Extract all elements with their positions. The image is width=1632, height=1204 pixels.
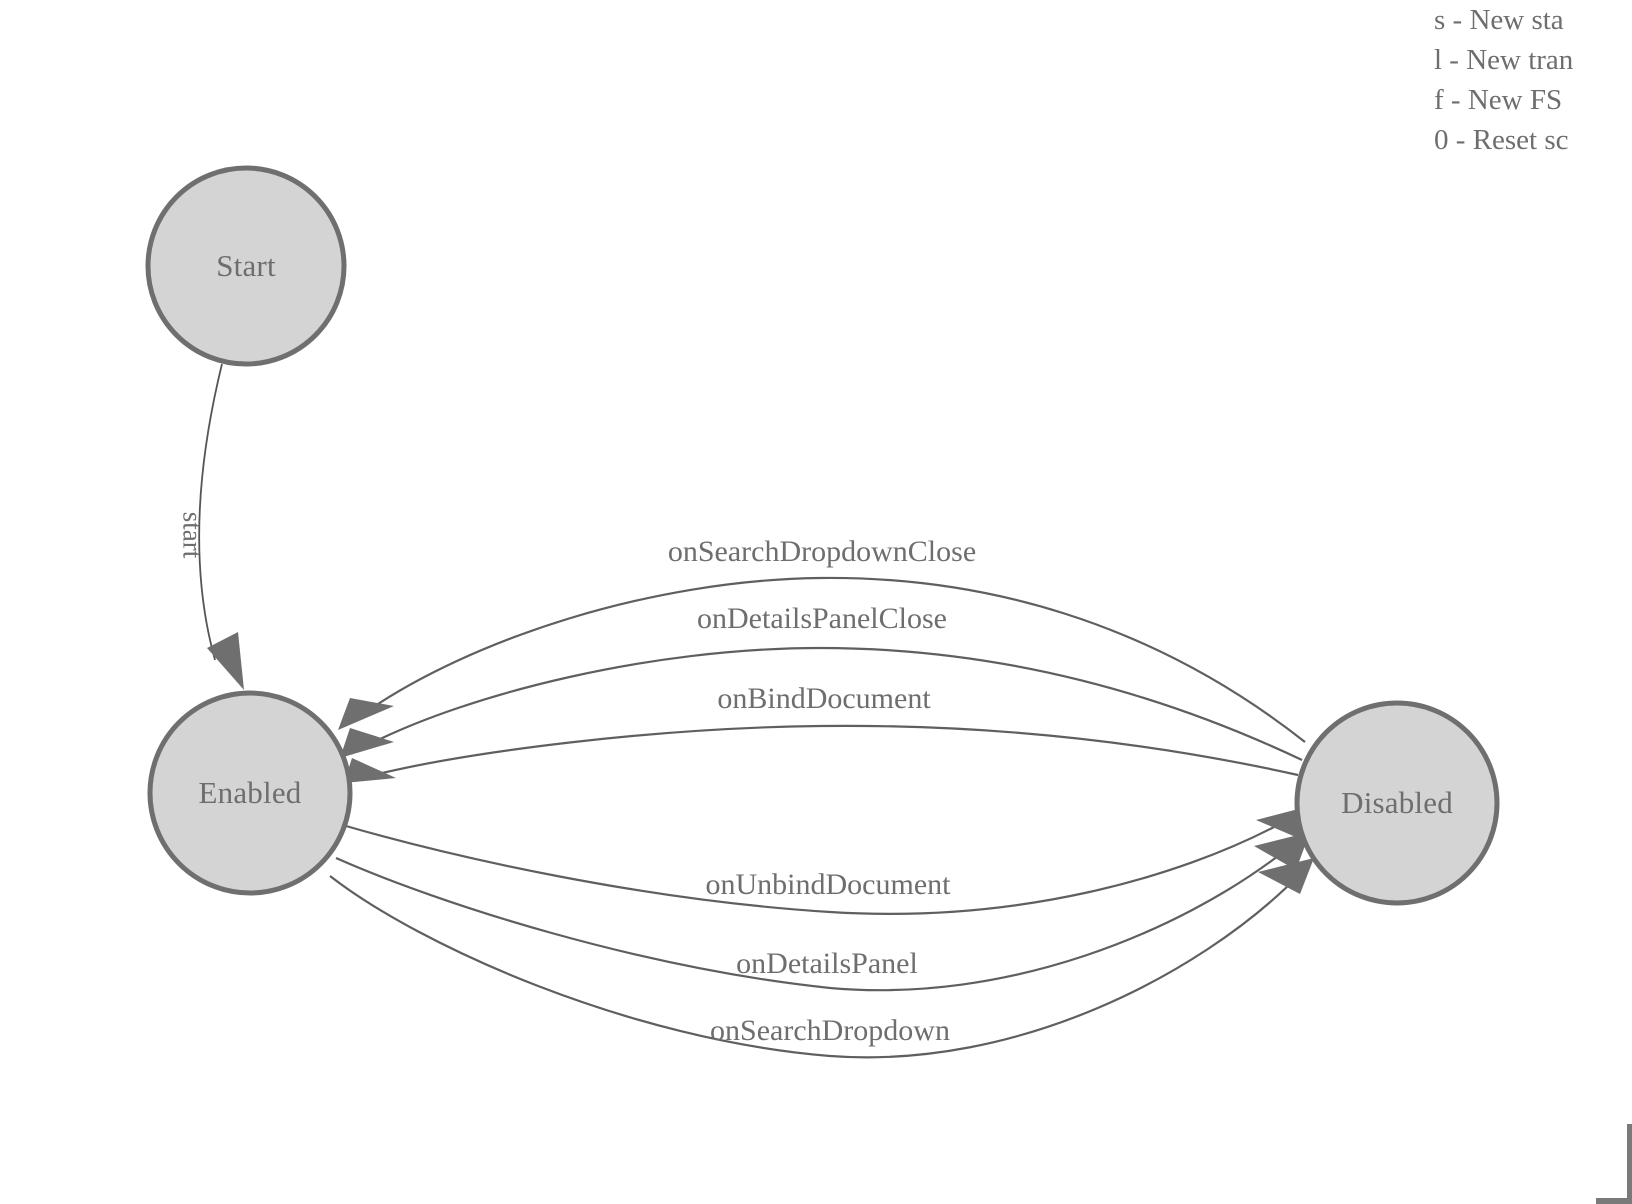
vertical-scrollbar-thumb[interactable] bbox=[1627, 1124, 1632, 1204]
edge-label-onsearchdropdown: onSearchDropdown bbox=[710, 1014, 950, 1047]
edge-onbinddocument-line[interactable] bbox=[377, 724, 1299, 777]
edge-label-ondetailspanel: onDetailsPanel bbox=[736, 947, 918, 980]
edge-ondetailspanel-arrowhead bbox=[1254, 832, 1310, 870]
edge-label-ondetailspanelclose: onDetailsPanelClose bbox=[697, 602, 947, 635]
shortcut-new-transition: l - New tran bbox=[1434, 44, 1574, 76]
edge-onsearchdropdownclose-arrowhead bbox=[338, 698, 394, 730]
edge-start-to-enabled-arrowhead bbox=[207, 632, 244, 690]
state-label-enabled: Enabled bbox=[198, 775, 302, 810]
horizontal-scrollbar[interactable] bbox=[0, 1198, 1632, 1204]
edge-ondetailspanelclose-arrowhead bbox=[340, 728, 394, 758]
horizontal-scrollbar-thumb[interactable] bbox=[1596, 1198, 1628, 1204]
shortcut-new-fsm: f - New FS bbox=[1434, 84, 1563, 116]
edge-label-start: start bbox=[177, 511, 208, 559]
edge-label-onsearchdropdownclose: onSearchDropdownClose bbox=[667, 535, 977, 568]
edge-label-onbinddocument: onBindDocument bbox=[717, 682, 931, 715]
edge-onunbinddocument-line[interactable] bbox=[345, 824, 1277, 915]
edge-ondetailspanel-line[interactable] bbox=[335, 855, 1279, 992]
state-node-disabled[interactable] bbox=[1294, 700, 1500, 906]
vertical-scrollbar[interactable] bbox=[1627, 0, 1632, 1204]
edge-label-onunbinddocument: onUnbindDocument bbox=[705, 868, 951, 901]
edge-onbinddocument-arrowhead bbox=[344, 758, 396, 783]
shortcut-reset: 0 - Reset sc bbox=[1434, 124, 1569, 156]
shortcut-new-state: s - New sta bbox=[1434, 4, 1564, 36]
edge-start-to-enabled-line[interactable] bbox=[198, 363, 223, 661]
state-node-start[interactable] bbox=[145, 165, 347, 367]
state-node-enabled[interactable] bbox=[147, 690, 353, 896]
state-label-disabled: Disabled bbox=[1341, 785, 1453, 820]
state-label-start: Start bbox=[216, 248, 276, 283]
keyboard-shortcuts-panel: s - New sta l - New tran f - New FS 0 - … bbox=[1422, 0, 1632, 160]
edge-onsearchdropdown-arrowhead bbox=[1258, 858, 1314, 894]
edge-onsearchdropdown-line[interactable] bbox=[329, 875, 1293, 1059]
edge-onsearchdropdownclose-line[interactable] bbox=[365, 576, 1306, 743]
edge-ondetailspanelclose-line[interactable] bbox=[371, 646, 1303, 761]
